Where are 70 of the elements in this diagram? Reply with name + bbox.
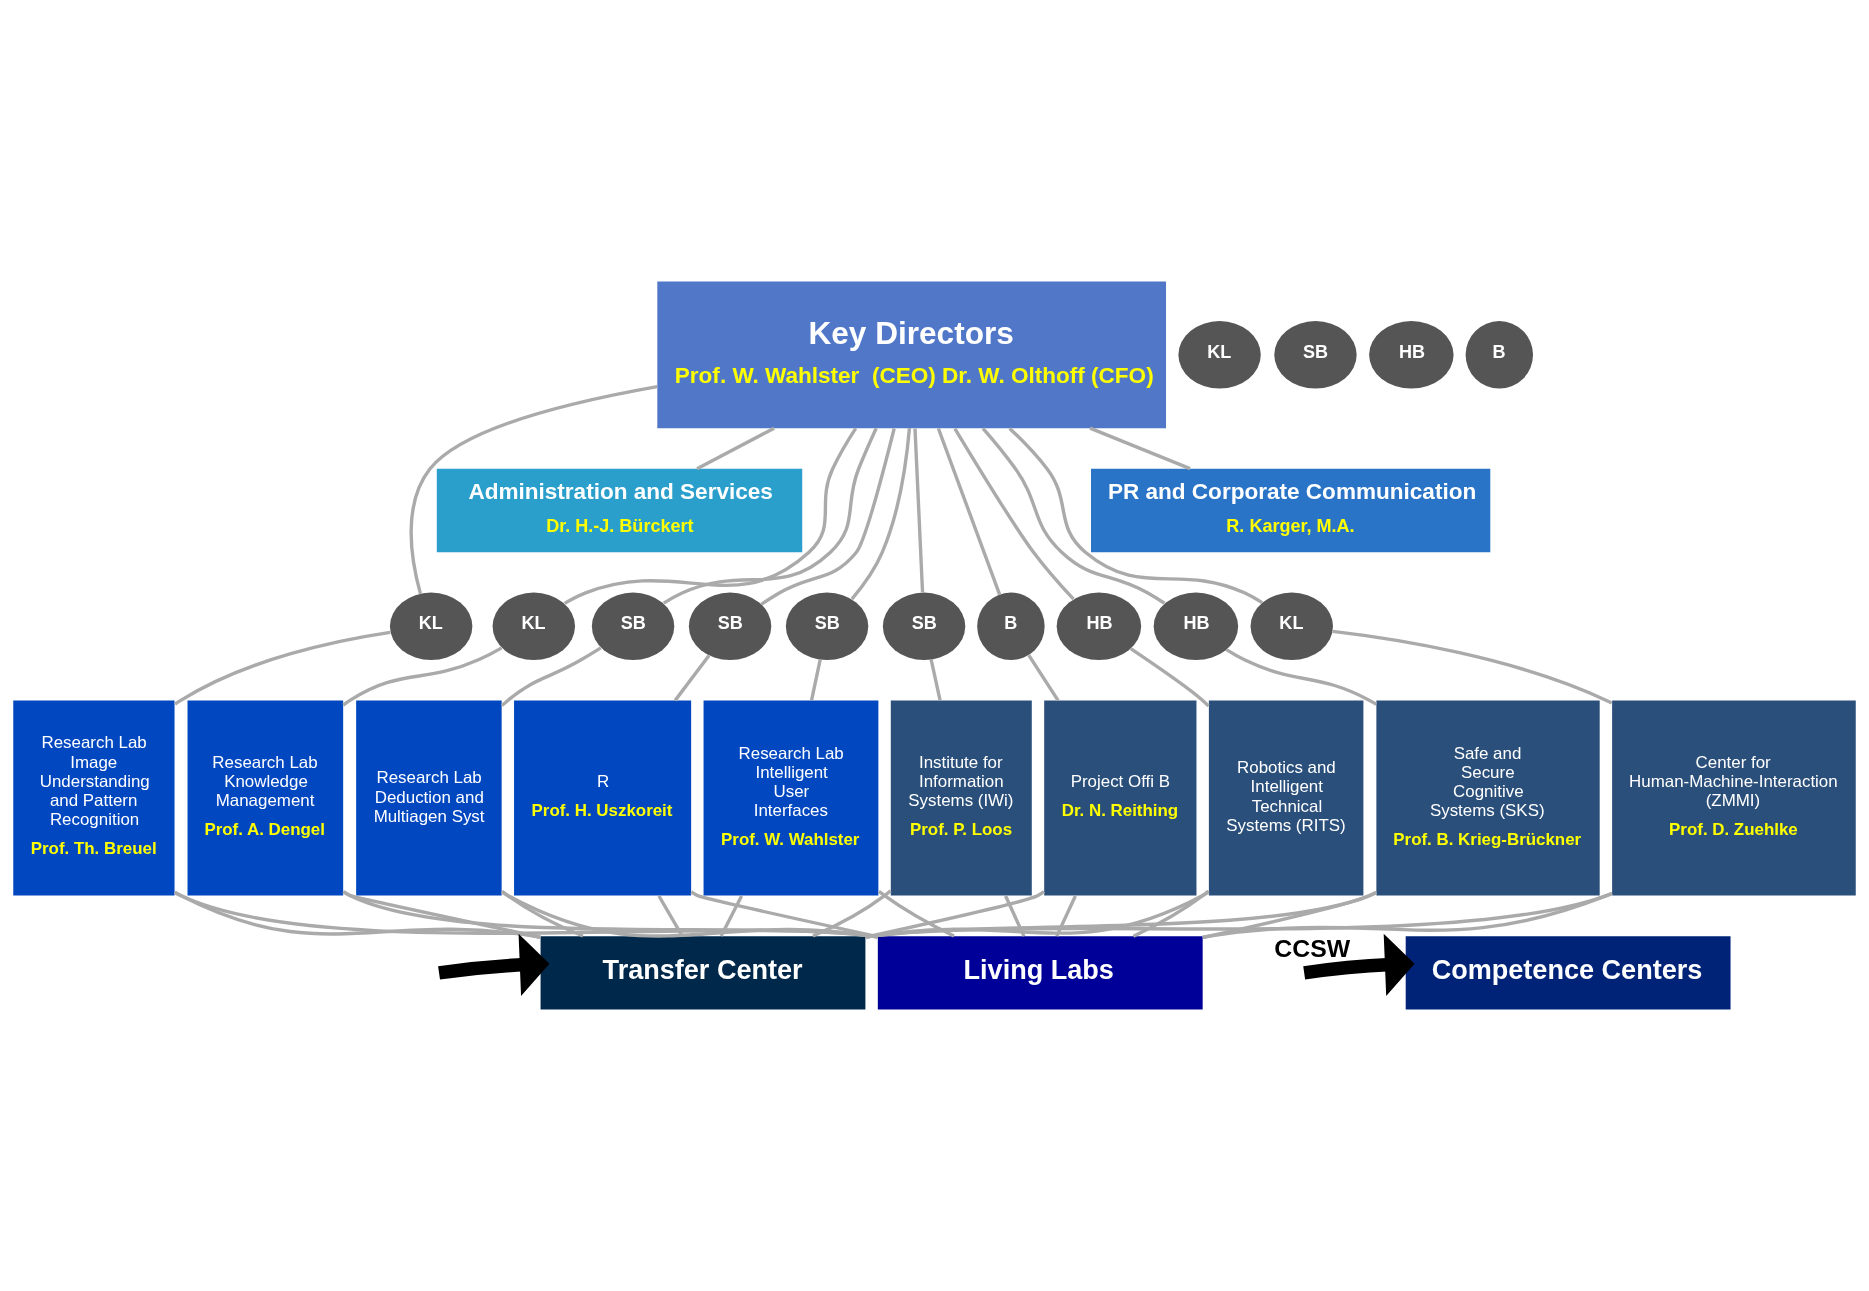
connector	[1132, 889, 1210, 938]
connector	[657, 895, 684, 937]
node-box: PR and Corporate Communication R. Karger, M.A.	[1091, 468, 1491, 553]
node-box: Research Lab Image Understanding and Pattern Recognition Prof. Th. Breuel	[13, 700, 175, 896]
node-box: Key Directors Prof. W. Wahlster (CEO) Dr. W. Olthoff (CFO)	[657, 281, 1166, 429]
node-box: Center for Human-Machine-Interaction (ZMMI) Prof. D. Zuehlke	[1612, 700, 1856, 896]
node-box: Transfer Center	[540, 936, 866, 1010]
connector	[812, 889, 892, 938]
connector	[662, 427, 878, 605]
node-box: Administration and Services Dr. H.-J. Bürckert	[436, 468, 803, 553]
connector	[673, 654, 711, 702]
connector	[850, 428, 912, 601]
connector	[173, 890, 878, 939]
connector	[1008, 427, 1263, 605]
connector	[865, 891, 1613, 939]
connector	[500, 890, 878, 939]
arrow	[438, 933, 550, 996]
node-ellipse: KL	[1178, 321, 1261, 389]
node-box: Institute for Information Systems (IWi) Prof. P. Loos	[890, 700, 1032, 896]
connector	[1089, 426, 1191, 471]
node-ellipse: KL	[1250, 592, 1333, 661]
node-box: Competence Centers	[1405, 936, 1731, 1010]
connector	[1055, 895, 1077, 937]
connector	[690, 890, 878, 939]
node-ellipse: HB	[1056, 592, 1142, 661]
connector	[760, 428, 896, 606]
connector	[342, 646, 503, 707]
node-box: Project Offi B Dr. N. Reithing	[1044, 700, 1197, 896]
connector	[929, 659, 942, 701]
connector	[1332, 629, 1613, 705]
connector	[1004, 895, 1026, 937]
node-box: Living Labs	[877, 936, 1203, 1010]
connector	[981, 427, 1166, 605]
connector	[719, 895, 744, 937]
node-box: Research Lab Intelligent User Interfaces Prof. W. Wahlster	[703, 700, 879, 896]
node-box: Safe and Secure Cognitive Systems (SKS) Prof. B. Krieg-Brückner	[1376, 700, 1600, 896]
node-circle: B	[977, 592, 1045, 661]
arrow	[1303, 933, 1415, 996]
connector	[563, 427, 858, 605]
connector	[501, 889, 584, 938]
connector	[1202, 891, 1613, 939]
node-box: Robotics and Intelligent Technical Systems (RITS)	[1208, 700, 1364, 896]
connector	[342, 890, 878, 939]
connector	[936, 427, 1002, 596]
connector	[696, 426, 775, 471]
node-ellipse: SB	[882, 592, 966, 661]
node-ellipse: HB	[1153, 592, 1239, 661]
node-ellipse: KL	[389, 592, 473, 661]
node-ellipse: KL	[492, 592, 575, 661]
connector	[913, 428, 925, 593]
connector	[877, 890, 955, 938]
connector	[953, 427, 1075, 601]
node-box: R Prof. H. Uszkoreit	[514, 700, 692, 896]
connector	[174, 630, 391, 706]
node-circle: B	[1465, 321, 1534, 389]
node-ellipse: HB	[1369, 321, 1454, 389]
connector	[1225, 648, 1378, 706]
node-ellipse: SB	[591, 592, 675, 661]
connector	[500, 646, 602, 707]
edge-label: CCSW	[1274, 935, 1351, 963]
connector	[1027, 654, 1060, 702]
node-ellipse: SB	[785, 592, 869, 661]
node-box: Research Lab Knowledge Management Prof. A. Dengel	[187, 700, 344, 896]
connector	[1129, 647, 1210, 708]
node-ellipse: SB	[1274, 321, 1357, 389]
connector	[409, 384, 658, 595]
node-box: Research Lab Deduction and Multiagen Syst	[356, 700, 502, 896]
connector	[809, 659, 822, 701]
connector	[342, 890, 541, 939]
node-ellipse: SB	[688, 592, 772, 661]
